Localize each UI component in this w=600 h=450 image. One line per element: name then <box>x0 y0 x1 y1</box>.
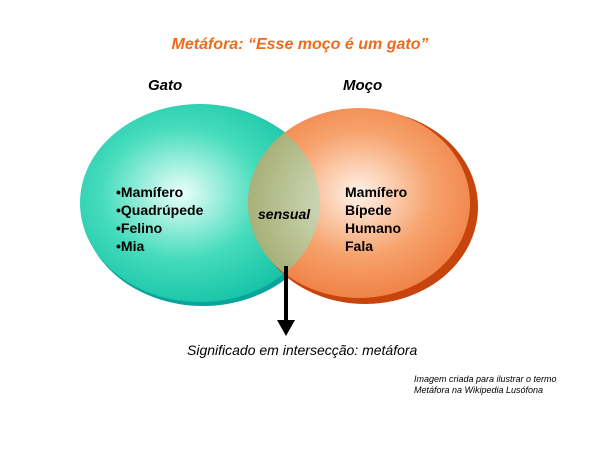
set-label-gato: Gato <box>148 77 183 94</box>
list-item: Humano <box>345 220 401 236</box>
down-arrow-icon <box>277 266 295 336</box>
list-item: •Mia <box>116 238 145 254</box>
set-label-moco: Moço <box>343 77 383 94</box>
left-set-circle <box>80 104 320 302</box>
list-item: •Quadrúpede <box>116 202 204 218</box>
intersection-label: sensual <box>258 206 311 222</box>
moco-attribute-list: Mamífero Bípede Humano Fala <box>345 183 407 255</box>
credit-line: Imagem criada para ilustrar o termo <box>414 374 557 384</box>
diagram-title: Metáfora: “Esse moço é um gato” <box>171 36 429 53</box>
intersection-caption: Significado em intersecção: metáfora <box>187 342 418 358</box>
list-item: Fala <box>345 238 374 254</box>
list-item: •Mamífero <box>116 184 184 200</box>
list-item: Bípede <box>345 202 392 218</box>
credit-line: Metáfora na Wikipedia Lusófona <box>414 385 543 395</box>
list-item: Mamífero <box>345 184 408 200</box>
image-credit: Imagem criada para ilustrar o termo Metá… <box>414 374 557 396</box>
intersection-region <box>248 108 320 298</box>
gato-attribute-list: •Mamífero •Quadrúpede •Felino •Mia <box>116 183 203 255</box>
list-item: •Felino <box>116 220 163 236</box>
